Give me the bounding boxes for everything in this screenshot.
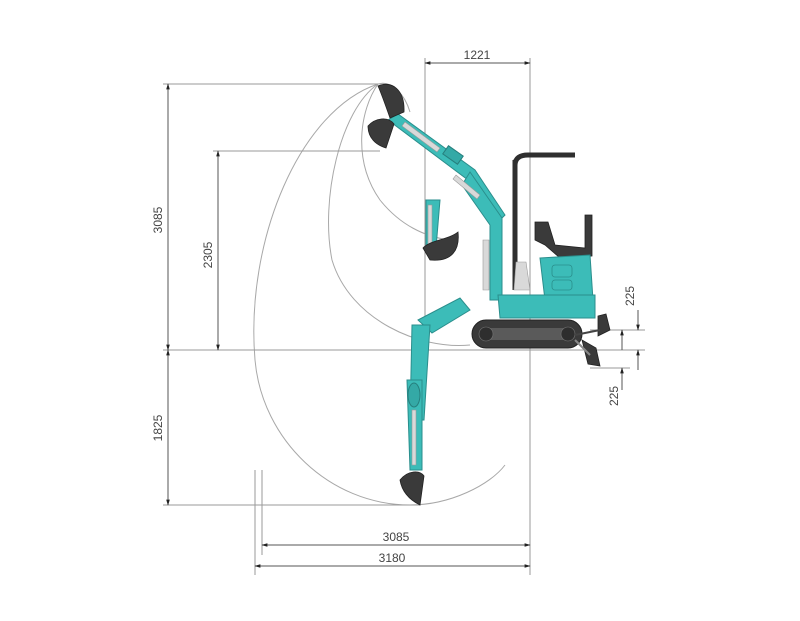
dim-max-height: 3085 [151, 206, 165, 233]
dim-reach-ground: 3085 [383, 530, 410, 544]
raised-bucket [367, 84, 405, 149]
excavator-body [497, 152, 596, 319]
dim-blade-drop: 225 [607, 386, 621, 406]
dimension-lines [166, 61, 640, 568]
crawler-track [471, 319, 583, 349]
lowered-boom-arm [399, 297, 471, 506]
folded-arm [422, 199, 459, 261]
dimension-labels: 1221 3085 2305 1825 225 225 3085 3180 [151, 48, 637, 565]
dim-dig-depth: 1825 [151, 414, 165, 441]
dim-top-width: 1221 [464, 48, 491, 62]
working-range-arcs [253, 82, 506, 506]
dim-max-reach: 3180 [379, 551, 406, 565]
dozer-blade [574, 313, 611, 367]
raised-boom-arm [387, 113, 506, 301]
dim-dump-height: 2305 [201, 241, 215, 268]
dim-blade-lift: 225 [623, 286, 637, 306]
